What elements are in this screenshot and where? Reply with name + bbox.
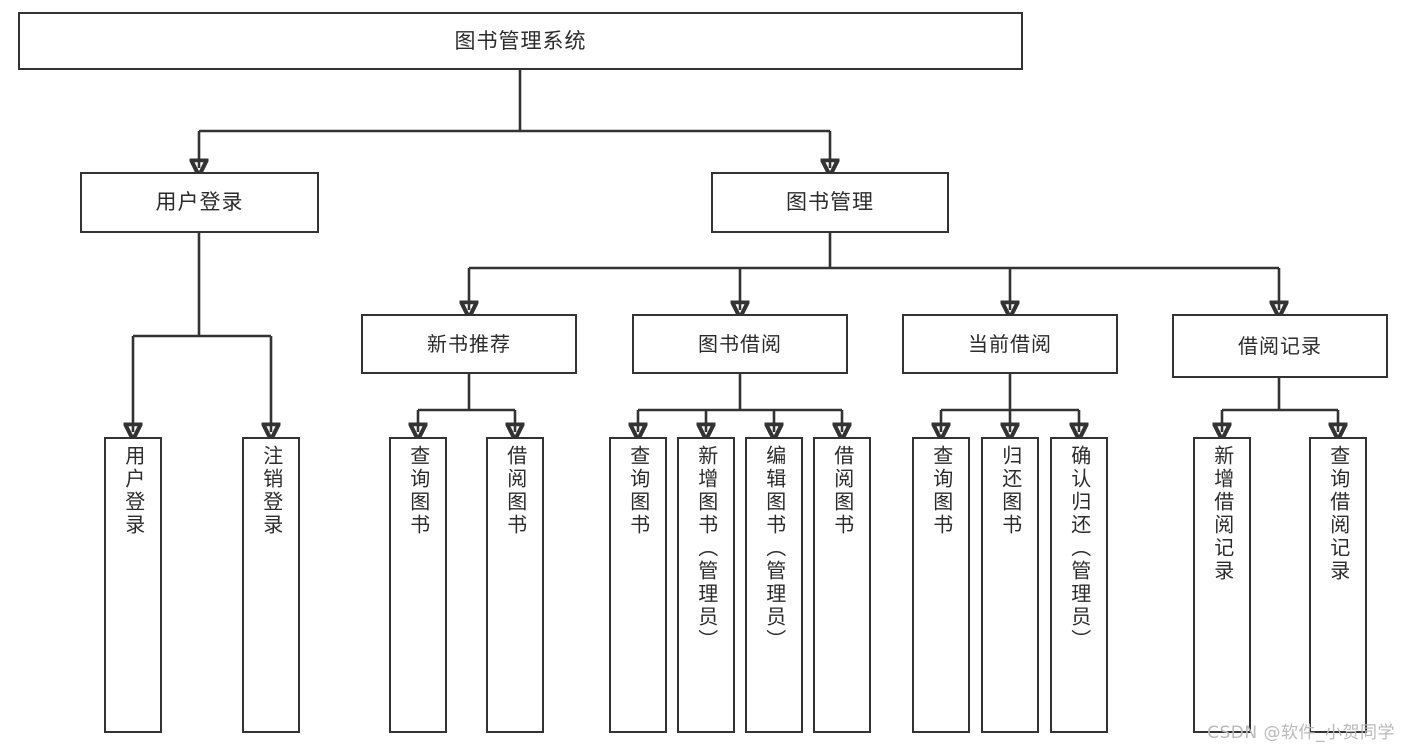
leaf-user-login-signout[interactable]: 注销登录: [242, 437, 300, 733]
node-new-book-recommend[interactable]: 新书推荐: [361, 314, 577, 374]
node-label: 图书管理系统: [454, 28, 587, 53]
leaf-borrow-borrow-book[interactable]: 借阅图书: [813, 437, 871, 733]
node-label: 当前借阅: [968, 331, 1052, 356]
node-label: 用户登录: [155, 190, 244, 215]
leaf-record-query-borrow-record[interactable]: 查询借阅记录: [1309, 437, 1367, 733]
node-label: 图书管理: [786, 190, 874, 215]
watermark: CSDN @软件_小贺同学: [1207, 723, 1395, 743]
node-label: 新增借阅记录: [1210, 445, 1235, 583]
leaf-borrow-add-book-admin[interactable]: 新增图书（管理员）: [677, 437, 735, 733]
leaf-user-login-signin[interactable]: 用户登录: [104, 437, 162, 733]
leaf-current-confirm-return-admin[interactable]: 确认归还（管理员）: [1050, 437, 1108, 733]
node-label: 图书借阅: [698, 331, 782, 356]
leaf-new-book-borrow-book[interactable]: 借阅图书: [486, 437, 544, 733]
node-label: 查询图书: [929, 445, 954, 537]
leaf-borrow-query-book[interactable]: 查询图书: [609, 437, 667, 733]
node-label: 归还图书: [998, 445, 1023, 537]
leaf-record-add-borrow-record[interactable]: 新增借阅记录: [1193, 437, 1251, 733]
node-borrow-record[interactable]: 借阅记录: [1172, 314, 1388, 378]
node-label: 注销登录: [259, 445, 284, 537]
leaf-current-query-book[interactable]: 查询图书: [912, 437, 970, 733]
leaf-borrow-edit-book-admin[interactable]: 编辑图书（管理员）: [745, 437, 803, 733]
node-label: 查询图书: [626, 445, 651, 537]
node-user-login[interactable]: 用户登录: [80, 172, 319, 233]
leaf-new-book-query-book[interactable]: 查询图书: [389, 437, 447, 733]
node-label: 查询图书: [406, 445, 431, 537]
node-label: 新书推荐: [427, 331, 511, 356]
node-label: 借阅图书: [503, 445, 528, 537]
node-book-management[interactable]: 图书管理: [711, 172, 949, 233]
node-root-book-management-system[interactable]: 图书管理系统: [18, 12, 1023, 70]
node-current-borrow[interactable]: 当前借阅: [902, 314, 1118, 374]
node-label: 编辑图书（管理员）: [762, 445, 787, 652]
node-label: 查询借阅记录: [1326, 445, 1351, 583]
node-label: 用户登录: [121, 445, 146, 537]
leaf-current-return-book[interactable]: 归还图书: [981, 437, 1039, 733]
node-label: 借阅记录: [1238, 333, 1322, 358]
node-label: 新增图书（管理员）: [694, 445, 719, 652]
node-book-borrow[interactable]: 图书借阅: [632, 314, 848, 374]
node-label: 借阅图书: [830, 445, 855, 537]
node-label: 确认归还（管理员）: [1067, 445, 1092, 652]
